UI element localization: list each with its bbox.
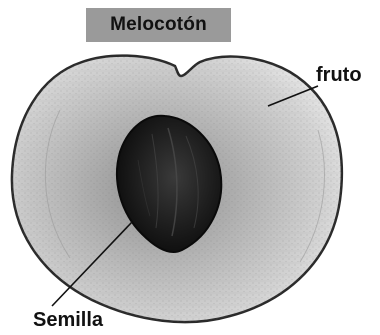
diagram-title: Melocotón [110,14,207,36]
title-box: Melocotón [86,8,231,42]
fruit-label: fruto [316,64,362,87]
seed-label: Semilla [33,309,103,332]
